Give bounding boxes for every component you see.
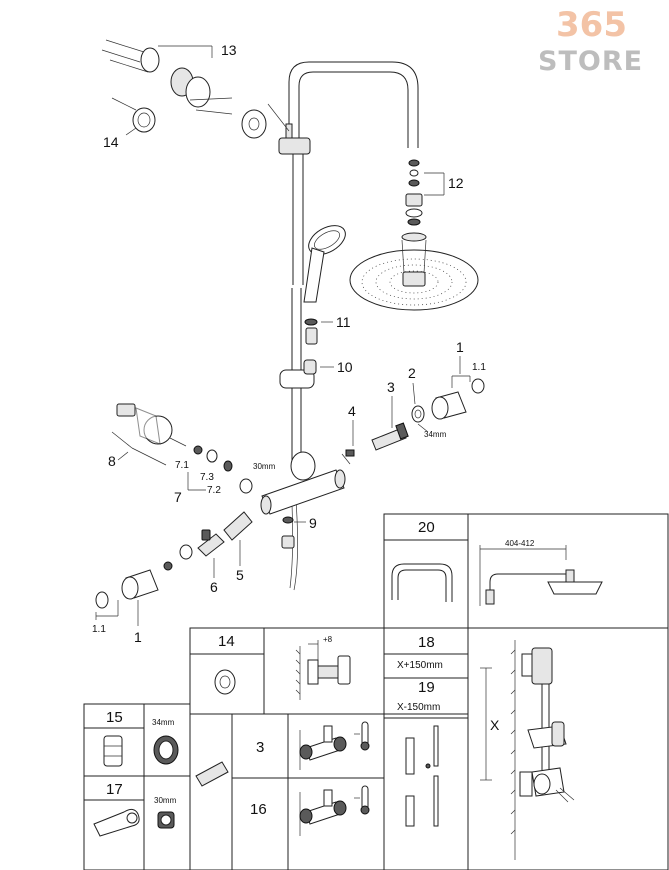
callout-14: 14 xyxy=(103,134,119,150)
box-19-label: 19 xyxy=(418,679,435,696)
part-14-ring: 14 xyxy=(103,97,156,150)
box-16-label: 16 xyxy=(250,801,267,818)
dim-30mm-mid: 30mm xyxy=(253,462,276,471)
part-10-slider: 10 xyxy=(279,359,353,389)
callout-1-top: 1 xyxy=(456,339,464,355)
callout-5: 5 xyxy=(236,567,244,583)
table-labels: 20 14 18 X+150mm 19 X-150mm 15 34mm 17 3… xyxy=(106,519,443,818)
callout-6: 6 xyxy=(210,579,218,595)
part-12-fittings: 12 xyxy=(405,159,464,226)
callout-7-3: 7.3 xyxy=(200,472,214,483)
dim-34mm-top: 34mm xyxy=(424,430,447,439)
dim-plus-8: +8 xyxy=(323,635,333,644)
part-11-hose-nut: 11 xyxy=(304,314,351,345)
callout-3: 3 xyxy=(387,379,395,395)
part-9-outlet: 9 xyxy=(281,515,317,549)
callout-8: 8 xyxy=(108,453,116,469)
box-17-label: 17 xyxy=(106,781,123,798)
store-logo: 365 STORE xyxy=(538,5,643,77)
callout-1-1-top: 1.1 xyxy=(472,362,486,373)
thermostat-body xyxy=(260,451,346,515)
callout-1-1-bottom: 1.1 xyxy=(92,624,106,635)
logo-number: 365 xyxy=(556,5,627,45)
callout-13: 13 xyxy=(221,42,237,58)
box-18-note: X+150mm xyxy=(397,660,443,671)
box-14-label: 14 xyxy=(218,633,235,650)
callout-12: 12 xyxy=(448,175,464,191)
callout-11: 11 xyxy=(336,314,351,330)
logo-word: STORE xyxy=(538,46,643,77)
box-20-label: 20 xyxy=(418,519,435,536)
box-19-note: X-150mm xyxy=(397,702,440,713)
callout-7-1: 7.1 xyxy=(175,460,189,471)
callout-7-2: 7.2 xyxy=(207,485,221,496)
left-lower-parts: 5 6 1.1 1 xyxy=(92,511,253,645)
dim-height-x: X xyxy=(490,717,500,733)
right-side-parts: 1 1.1 2 34mm 3 4 xyxy=(341,339,486,465)
dim-arm-span: 404-412 xyxy=(505,539,535,548)
riser-bracket xyxy=(278,137,311,155)
callout-4: 4 xyxy=(348,403,356,419)
box-3-label: 3 xyxy=(256,739,264,756)
callout-10: 10 xyxy=(337,359,353,375)
box-17-dim: 30mm xyxy=(154,796,177,805)
box-18-label: 18 xyxy=(418,634,435,651)
callout-1-bottom: 1 xyxy=(134,629,142,645)
callout-7: 7 xyxy=(174,489,182,505)
box-15-dim: 34mm xyxy=(152,718,175,727)
left-side-parts-7-8: 8 7.1 7.3 7.2 30mm 7 xyxy=(108,403,276,505)
callout-9: 9 xyxy=(309,515,317,531)
hand-shower xyxy=(303,225,346,303)
spare-parts-table xyxy=(83,513,669,870)
part-13-wall-mount: 13 xyxy=(101,39,267,139)
rain-shower-head xyxy=(349,232,479,311)
callout-2: 2 xyxy=(408,365,416,381)
box-15-label: 15 xyxy=(106,709,123,726)
table-drawings: 404-412 +8 xyxy=(93,539,603,860)
